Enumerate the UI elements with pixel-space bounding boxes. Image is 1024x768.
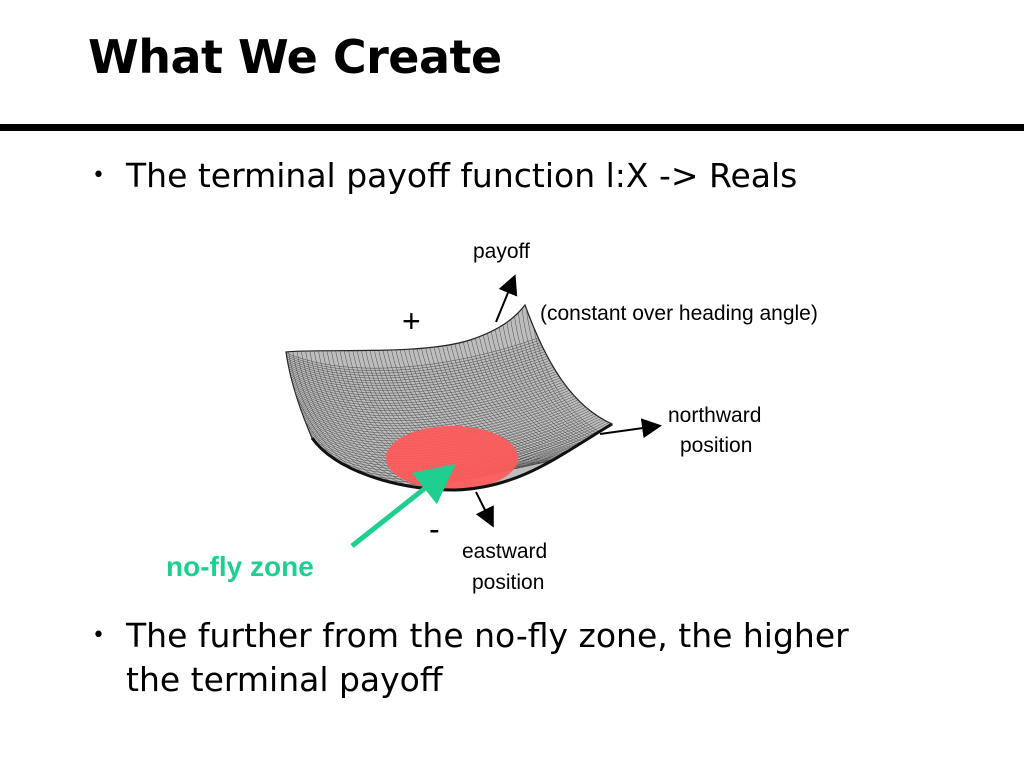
bullet-dot-icon: •: [92, 163, 105, 188]
no-fly-zone-pointer-arrow: [350, 463, 456, 548]
bullet-text-line2: the terminal payoff: [126, 660, 443, 699]
bullet-item-further-higher: • The further from the no-fly zone, the …: [92, 614, 972, 704]
northward-axis-arrow: [599, 418, 662, 439]
eastward-label-line1: eastward: [462, 540, 547, 563]
bullet-dot-icon: •: [92, 623, 105, 648]
minus-sign-label: -: [429, 511, 440, 547]
payoff-axis-arrow: [495, 274, 518, 323]
bullet-text: The terminal payoff function l:X -> Real…: [126, 156, 798, 195]
eastward-axis-arrow: [475, 491, 494, 528]
payoff-surface: [285, 303, 614, 492]
slide-title: What We Create: [88, 30, 502, 84]
payoff-axis-label: payoff: [473, 240, 530, 263]
plus-sign-label: +: [402, 303, 421, 339]
heading-angle-note: (constant over heading angle): [540, 302, 818, 325]
title-divider: [0, 124, 1024, 131]
bullet-text-line1: The further from the no-fly zone, the hi…: [126, 616, 849, 655]
no-fly-zone-label: no-fly zone: [166, 551, 314, 582]
no-fly-zone-region: [386, 426, 518, 490]
northward-label-line2: position: [680, 434, 752, 457]
northward-label-line1: northward: [668, 404, 761, 427]
eastward-label-line2: position: [472, 571, 544, 594]
bullet-item-payoff-function: • The terminal payoff function l:X -> Re…: [92, 154, 952, 198]
